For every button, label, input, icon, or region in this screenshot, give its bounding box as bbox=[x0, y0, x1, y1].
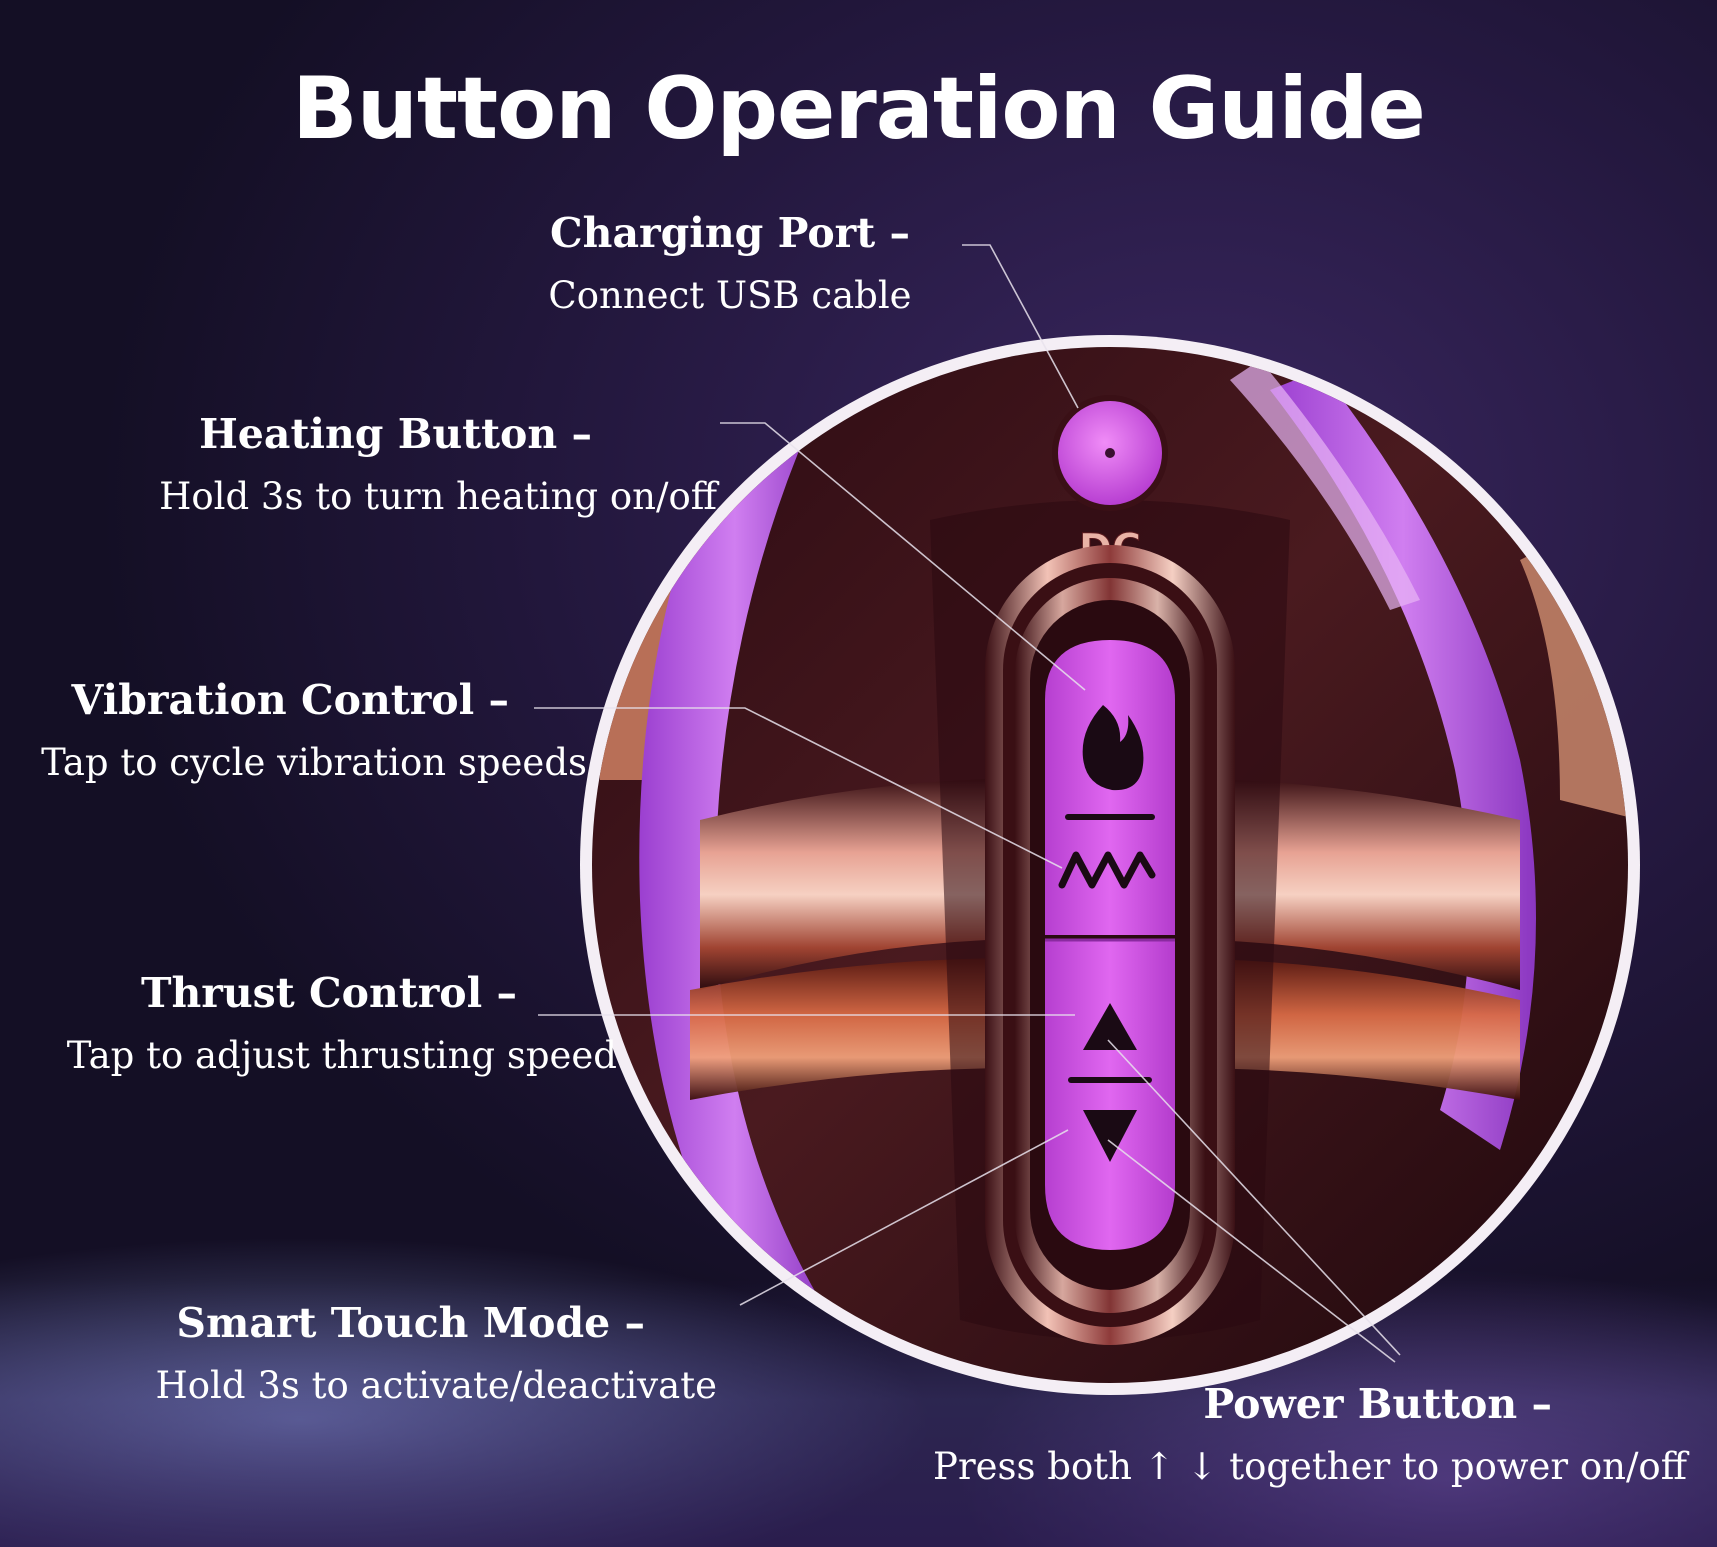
heating-vibration-button[interactable] bbox=[1045, 640, 1175, 935]
charging-port-desc: Connect USB cable bbox=[548, 274, 912, 318]
thrust-control-desc: Tap to adjust thrusting speed bbox=[66, 1034, 617, 1078]
triangle-up-icon bbox=[1083, 1003, 1137, 1050]
smart-touch-mode-desc: Hold 3s to activate/deactivate bbox=[155, 1364, 718, 1408]
heating-button-name: Heating Button – bbox=[199, 410, 592, 458]
label-smart-touch-mode: Smart Touch Mode – Hold 3s to activate/d… bbox=[156, 1298, 718, 1410]
thrust-control-name: Thrust Control – bbox=[140, 969, 517, 1017]
label-charging-port: Charging Port – Connect USB cable bbox=[500, 208, 960, 320]
charging-port-name: Charging Port – bbox=[550, 209, 910, 257]
heating-button-desc: Hold 3s to turn heating on/off bbox=[159, 475, 717, 519]
page-title: Button Operation Guide bbox=[292, 59, 1426, 159]
power-button-name: Power Button – bbox=[1203, 1380, 1552, 1428]
power-button-desc: Press both ↑ ↓ together to power on/off bbox=[933, 1445, 1687, 1489]
label-vibration-control: Vibration Control – Tap to cycle vibrati… bbox=[41, 675, 587, 787]
zigzag-wave-icon bbox=[1058, 851, 1156, 889]
flame-icon bbox=[1082, 705, 1144, 791]
thrust-power-button[interactable] bbox=[1045, 938, 1175, 1250]
vibration-control-desc: Tap to cycle vibration speeds bbox=[41, 741, 587, 785]
charging-port-icon bbox=[1052, 395, 1168, 511]
vibration-control-name: Vibration Control – bbox=[71, 676, 509, 724]
smart-touch-mode-name: Smart Touch Mode – bbox=[176, 1299, 645, 1347]
label-thrust-control: Thrust Control – Tap to adjust thrusting… bbox=[67, 968, 617, 1080]
label-heating-button: Heating Button – Hold 3s to turn heating… bbox=[159, 409, 717, 521]
label-power-button: Power Button – Press both ↑ ↓ together t… bbox=[933, 1379, 1687, 1491]
